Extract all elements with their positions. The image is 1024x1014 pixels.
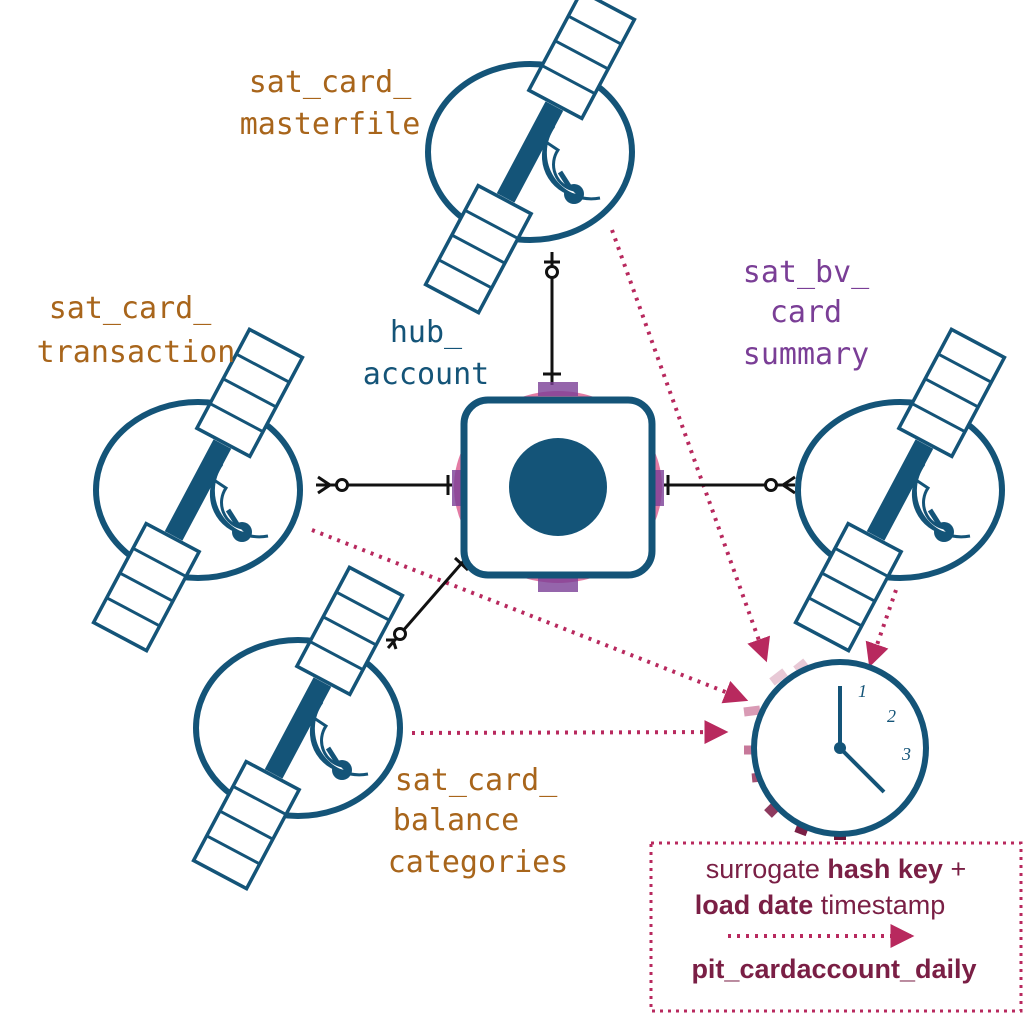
note-line-2: load date timestamp (695, 890, 946, 920)
label-line: sat_bv_ (743, 255, 870, 290)
hub-account (452, 382, 664, 592)
label-line: categories (388, 845, 569, 880)
satellite-icon (194, 567, 403, 888)
satellite-label-bv-summary: sat_bv_ card summary (743, 255, 870, 372)
label-line: sat_card_ (395, 763, 558, 798)
label-line: card (770, 295, 842, 330)
clock-number: 2 (887, 706, 896, 726)
label-line: masterfile (240, 107, 421, 142)
label-line: account (363, 357, 489, 392)
label-line: hub_ (390, 315, 463, 350)
flow-transaction (311, 528, 749, 704)
clock-number: 3 (901, 744, 911, 764)
link-bv-summary (664, 475, 796, 495)
hub-links (316, 252, 796, 650)
label-line: balance (393, 803, 519, 838)
note-line-1: surrogate hash key + (706, 854, 966, 884)
flow-masterfile (610, 229, 771, 663)
clock-icon: 1 2 3 (743, 658, 929, 840)
satellite-label-masterfile: sat_card_ masterfile (240, 65, 421, 142)
satellite-icon (94, 329, 303, 650)
link-balance (386, 555, 470, 650)
satellite-icon (796, 329, 1005, 650)
hub-label: hub_ account (363, 315, 489, 392)
pit-table-name: pit_cardaccount_daily (691, 954, 976, 984)
pit-note-box: surrogate hash key + load date timestamp… (649, 841, 1023, 1013)
label-line: summary (743, 337, 869, 372)
satellite-label-transaction: sat_card_ transaction (37, 291, 236, 370)
link-masterfile (543, 252, 561, 385)
clock-number: 1 (858, 681, 867, 701)
label-line: transaction (37, 335, 236, 370)
hub-dot (509, 438, 607, 536)
label-line: sat_card_ (249, 65, 412, 100)
flow-balance (411, 720, 729, 745)
satellite-label-balance: sat_card_ balance categories (388, 763, 569, 880)
satellite-icon (426, 0, 635, 313)
label-line: sat_card_ (49, 291, 212, 326)
link-transaction (316, 475, 452, 495)
pit-flow-lines (311, 229, 898, 745)
